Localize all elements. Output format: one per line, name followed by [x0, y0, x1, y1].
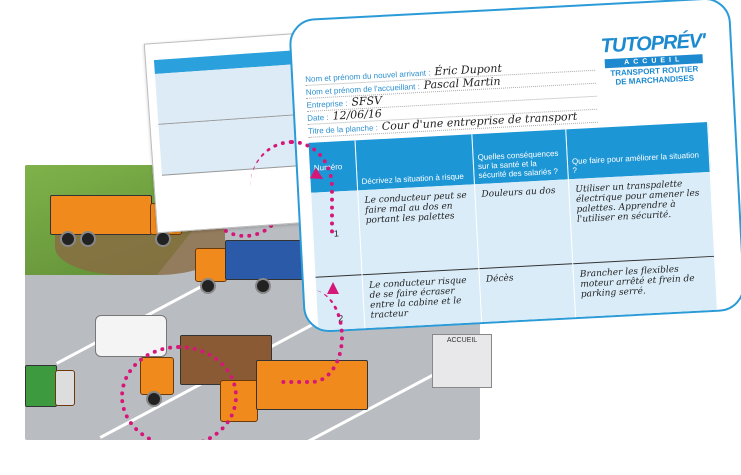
col-action: Que faire pour améliorer la situation ?: [565, 121, 711, 180]
col-consequence: Quelles conséquences sur la santé et la …: [471, 129, 569, 185]
connector-dots-1: [250, 140, 334, 234]
tutoprev-logo: TUTOPRÉV' ACCUEIL TRANSPORT ROUTIER DE M…: [600, 30, 706, 87]
white-van: [95, 315, 167, 357]
risk-table: Numéro Décrivez la situation à risque Qu…: [308, 121, 720, 334]
arrow-to-row-2: [327, 282, 339, 294]
reception-building: ACCUEIL: [432, 334, 492, 388]
col-situation: Décrivez la situation à risque: [354, 134, 475, 191]
reception-sign: ACCUEIL: [446, 337, 478, 344]
risk-highlight-2: [120, 345, 238, 440]
form-header-fields: Nom et prénom du nouvel arrivant :Éric D…: [304, 57, 598, 138]
connector-dots-2: [280, 290, 344, 384]
form-zoom-callout: TUTOPRÉV' ACCUEIL TRANSPORT ROUTIER DE M…: [288, 0, 741, 334]
